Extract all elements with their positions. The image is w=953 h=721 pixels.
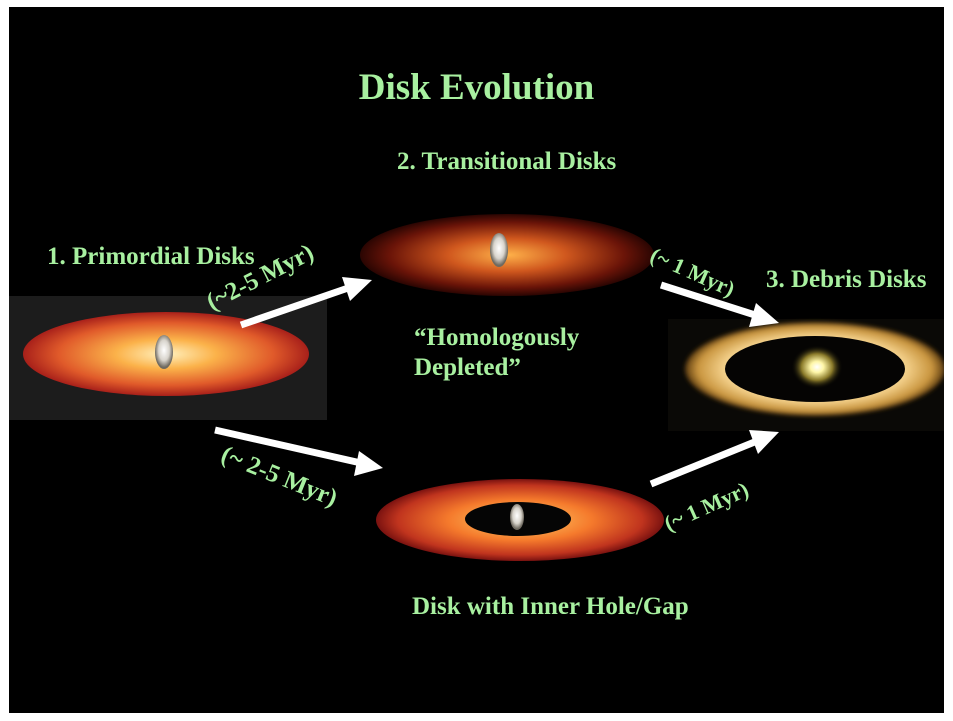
arrow-primordial-to-transitional (239, 277, 372, 329)
homologously-line-2: Depleted” (414, 354, 521, 381)
homologously-line-1: “Homologously (414, 324, 580, 351)
slide-title: Disk Evolution (358, 67, 595, 108)
arrow-transitional-to-debris (659, 281, 779, 327)
stage-debris-label: 3. Debris Disks (766, 266, 927, 293)
homologously-depleted-label: “Homologously Depleted” (414, 323, 579, 383)
inner-hole-label: Disk with Inner Hole/Gap (412, 593, 689, 620)
stage-transitional-label: 2. Transitional Disks (397, 148, 617, 175)
debris-star (791, 345, 843, 389)
arrow-inner-hole-to-debris (649, 430, 779, 488)
stage-primordial-label: 1. Primordial Disks (47, 243, 255, 270)
arrows (214, 277, 779, 488)
transitional-star (490, 233, 508, 267)
inner-hole-star (510, 504, 524, 530)
arrow-primordial-to-inner-hole (214, 426, 383, 476)
slide-canvas: Disk Evolution 2. Transitional Disks 1. … (9, 7, 944, 713)
disk-diagram-graphics (9, 214, 944, 561)
primordial-star (155, 335, 173, 369)
